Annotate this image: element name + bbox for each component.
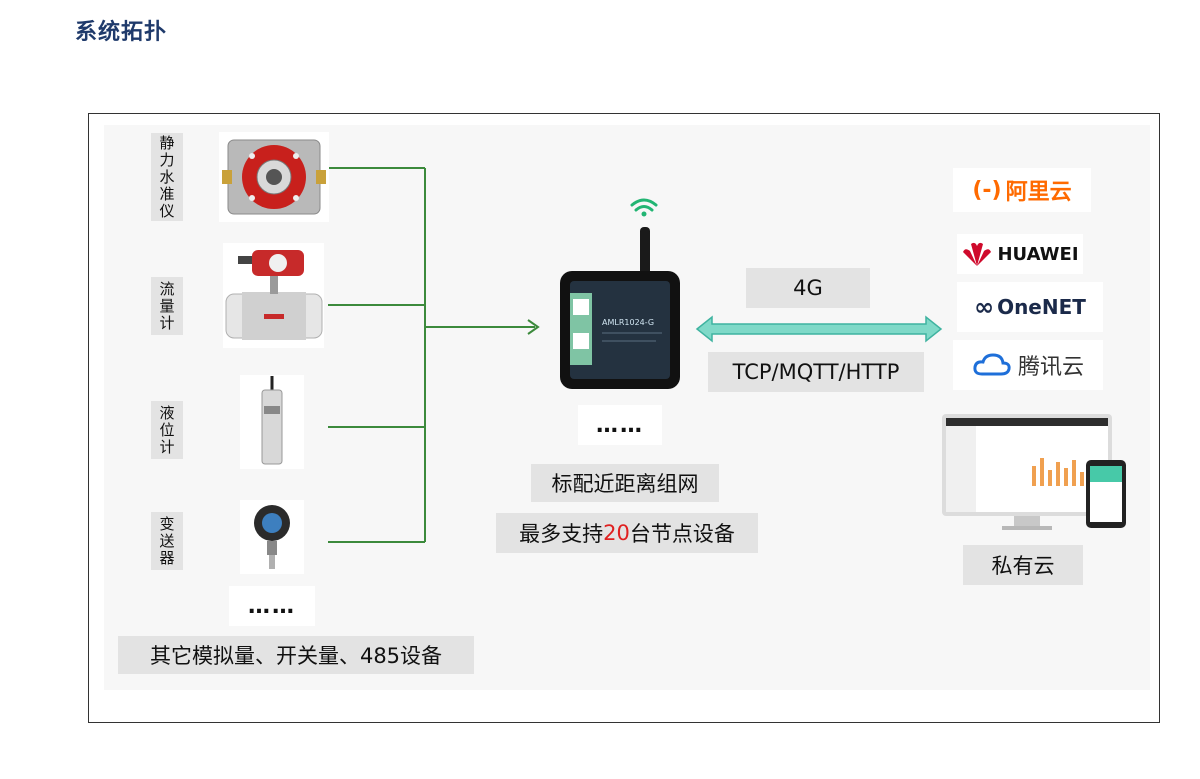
device-label-transmitter: 变送器 — [151, 512, 183, 570]
protocols-label: TCP/MQTT/HTTP — [708, 352, 924, 392]
flowmeter-image — [223, 243, 324, 348]
tencent-cloud-icon — [973, 353, 1011, 376]
gateway-ellipsis: …… — [578, 405, 662, 445]
gateway-caption-line1: 标配近距离组网 — [531, 464, 719, 502]
device-label-liquid-level: 液位计 — [151, 401, 183, 459]
aliyun-logo: (-)阿里云 — [953, 168, 1091, 212]
svg-text:AMLR1024-G: AMLR1024-G — [602, 318, 654, 327]
onenet-mark-icon: ∞ — [974, 293, 995, 321]
private-cloud-dashboard-image — [940, 410, 1130, 535]
more-devices-ellipsis: …… — [229, 586, 315, 626]
arrow-head-gateway — [527, 319, 540, 335]
other-devices-label: 其它模拟量、开关量、485设备 — [118, 636, 474, 674]
wifi-icon — [630, 198, 658, 212]
network-4g-label: 4G — [746, 268, 870, 308]
device-label-flowmeter: 流量计 — [151, 277, 183, 335]
gateway-device: AMLR1024-G — [556, 183, 684, 393]
page-title: 系统拓扑 — [75, 20, 168, 45]
huawei-petal-icon — [963, 242, 992, 266]
pressure-transmitter-image — [240, 500, 304, 574]
aliyun-mark-icon: (-) — [972, 177, 1002, 203]
bidirectional-arrow — [695, 315, 943, 343]
onenet-logo: ∞OneNET — [957, 282, 1103, 332]
tencent-cloud-logo: 腾讯云 — [953, 340, 1103, 390]
huawei-logo: HUAWEI — [957, 234, 1083, 274]
level-gauge-image — [219, 132, 329, 222]
private-cloud-label: 私有云 — [963, 545, 1083, 585]
liquid-level-sensor-image — [240, 375, 304, 469]
device-label-level-gauge: 静力水准仪 — [151, 133, 183, 221]
